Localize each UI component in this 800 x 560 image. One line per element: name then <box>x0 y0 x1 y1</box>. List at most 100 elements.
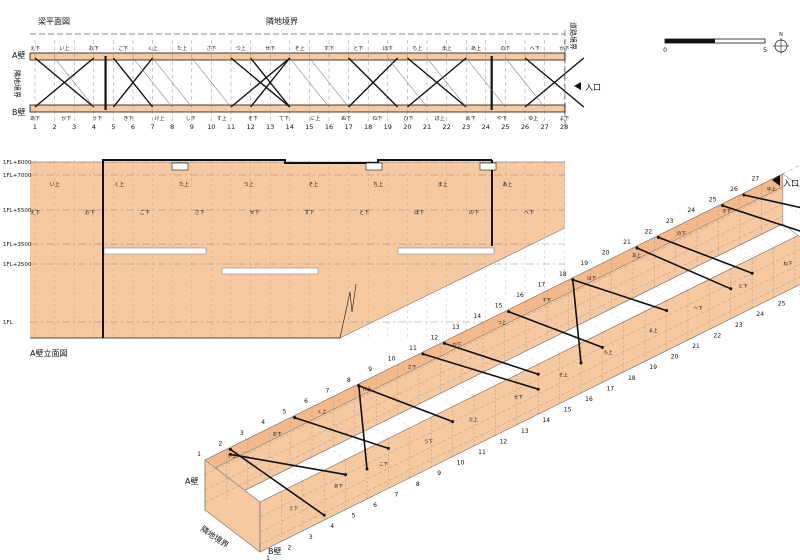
brace <box>422 353 539 390</box>
bay-number-outer: 24 <box>687 207 695 214</box>
brace <box>636 247 732 290</box>
bay-number-outer: 20 <box>602 250 610 257</box>
column-number: 2 <box>53 123 57 131</box>
node <box>665 309 669 313</box>
node-mark: う下 <box>92 116 102 122</box>
bay-number-outer: 5 <box>283 409 287 416</box>
node-mark: へ下 <box>524 210 534 216</box>
column-number: 26 <box>521 123 529 131</box>
node-mark: さ下 <box>206 45 216 52</box>
node-mark: め下 <box>466 116 476 122</box>
node-mark: き下 <box>722 209 731 215</box>
node-mark: こ下 <box>118 46 128 52</box>
node <box>742 193 746 197</box>
brace-thin <box>426 57 467 108</box>
brace <box>34 57 95 108</box>
node <box>536 372 540 376</box>
brace <box>358 385 453 423</box>
bay-number-outer: 16 <box>516 292 524 299</box>
bay-number-inner: 19 <box>649 364 657 371</box>
level-label: 1FL+2500 <box>3 262 32 268</box>
node-mark: ち上 <box>604 349 613 356</box>
node <box>228 452 232 456</box>
node <box>421 352 425 356</box>
node-mark: す上 <box>217 115 227 122</box>
brace <box>229 448 325 516</box>
node-mark: へ下 <box>530 46 540 52</box>
node-mark: あ下 <box>30 116 40 122</box>
node <box>293 416 297 420</box>
node-mark: ね下 <box>372 116 382 122</box>
bay-number-outer: 3 <box>240 430 244 437</box>
scale-bar: 0 5 <box>663 38 767 54</box>
bay-number-inner: 5 <box>352 513 356 520</box>
scale-end: 5 <box>763 47 767 54</box>
bay-number-inner: 6 <box>373 502 377 509</box>
node-mark: よ下 <box>559 116 569 122</box>
node-mark: う下 <box>424 439 433 445</box>
bay-number-outer: 25 <box>709 197 717 204</box>
node-mark: ま上 <box>649 327 658 334</box>
node-mark: く上 <box>114 181 124 188</box>
brace-thin <box>309 57 349 108</box>
brace <box>112 57 154 108</box>
plan-title: 梁平面図 <box>38 17 70 26</box>
column-number: 16 <box>325 123 333 131</box>
north-arrow-icon: N <box>773 32 789 54</box>
bay-number-outer: 14 <box>473 313 481 320</box>
bay-number-outer: 7 <box>325 387 329 394</box>
node-mark: と下 <box>738 283 747 289</box>
column-number: 3 <box>72 123 76 131</box>
brace <box>524 57 585 108</box>
brace <box>348 57 399 108</box>
bay-number-inner: 18 <box>628 375 636 382</box>
bay-number-inner: 24 <box>756 311 764 318</box>
node-mark: ほ下 <box>383 46 393 52</box>
node-mark: あ上 <box>502 181 512 188</box>
iso-wall-b: B壁 <box>268 546 282 556</box>
brace <box>658 236 753 274</box>
bay-number-inner: 17 <box>607 385 615 392</box>
plan-wall-b: B壁 <box>12 107 26 117</box>
bay-number-outer: 15 <box>495 303 503 310</box>
node-mark: た上 <box>177 45 187 52</box>
node-mark: そ下 <box>248 115 258 122</box>
node-mark: せ下 <box>514 395 523 401</box>
iso-braces <box>228 193 800 517</box>
node <box>571 278 575 282</box>
node-mark: ま上 <box>438 181 448 188</box>
brace <box>572 279 667 312</box>
node-mark: や下 <box>497 115 507 122</box>
node-mark: ゆ上 <box>528 115 538 122</box>
node <box>228 447 232 451</box>
north-label: N <box>779 32 783 38</box>
node-mark: ち上 <box>373 181 383 188</box>
node <box>386 446 390 450</box>
node-mark: た上 <box>179 181 189 188</box>
node-mark: ね下 <box>783 261 792 267</box>
a-wall-elevation: 1FL+80001FL+70001FL+55001FL+35001FL+2500… <box>3 159 566 358</box>
column-number: 25 <box>501 123 509 131</box>
bay-number-outer: 11 <box>409 345 417 352</box>
column-number: 5 <box>111 123 115 131</box>
node-mark: お下 <box>89 45 99 52</box>
node <box>536 387 540 391</box>
node-mark: お下 <box>273 430 282 437</box>
brace-thin <box>505 57 545 108</box>
node-mark: ぬ下 <box>341 116 351 122</box>
node-mark: さ下 <box>407 363 416 370</box>
node <box>357 384 361 388</box>
course-line <box>204 203 783 491</box>
opening <box>221 267 319 275</box>
bay-number-inner: 16 <box>585 396 593 403</box>
bay-number-outer: 22 <box>645 228 653 235</box>
node <box>344 473 348 477</box>
node-mark: つ上 <box>497 319 506 326</box>
brace-thin <box>387 57 428 108</box>
column-number: 23 <box>462 123 470 131</box>
bay-number-outer: 21 <box>623 239 631 246</box>
opening <box>103 247 207 255</box>
bay-number-outer: 8 <box>347 377 351 384</box>
